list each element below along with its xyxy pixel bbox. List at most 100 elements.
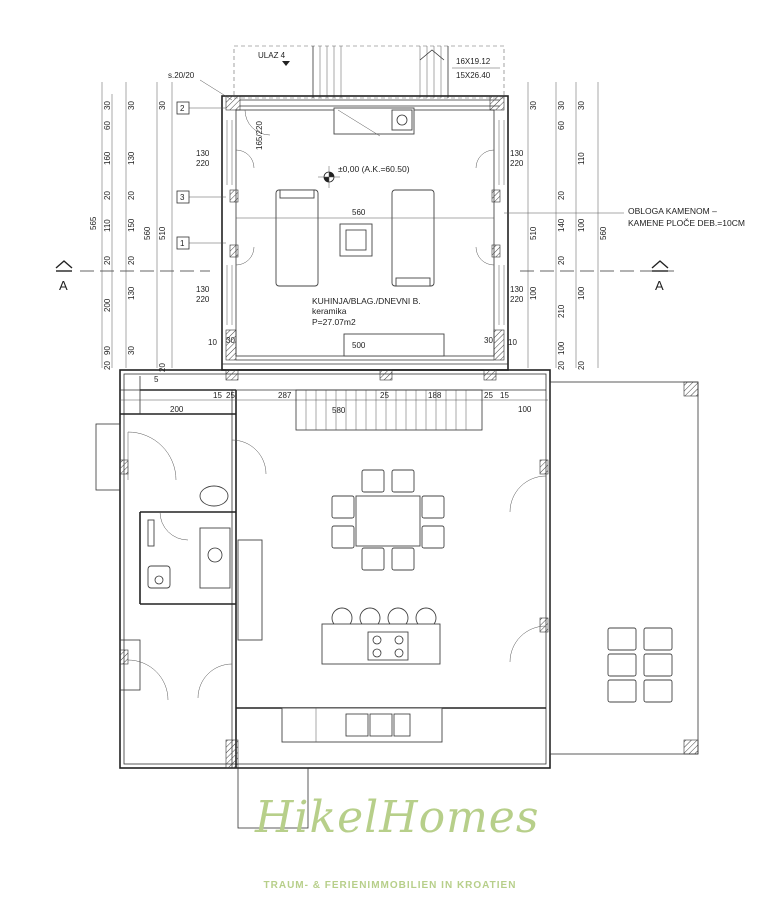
svg-text:100: 100 <box>577 218 586 232</box>
svg-text:5: 5 <box>154 375 159 384</box>
svg-text:188: 188 <box>428 391 442 400</box>
svg-text:580: 580 <box>332 406 346 415</box>
svg-text:60: 60 <box>103 121 112 130</box>
kitchen-island <box>321 607 441 665</box>
dining-table <box>331 469 445 571</box>
svg-text:130: 130 <box>196 285 210 294</box>
svg-text:100: 100 <box>577 286 586 300</box>
svg-text:110: 110 <box>577 152 586 165</box>
svg-text:30: 30 <box>577 101 586 110</box>
level-label: ±0,00 (A.K.=60.50) <box>338 164 410 174</box>
interior-corner-right-dim: 10 <box>508 338 517 347</box>
interior-width-dim: 560 <box>352 208 366 217</box>
dim-chain-right: 30 30 60 20 140 20 210 100 20 30 110 100… <box>527 82 608 370</box>
svg-text:160: 160 <box>103 151 112 165</box>
svg-text:220: 220 <box>510 295 524 304</box>
svg-text:90: 90 <box>103 346 112 355</box>
svg-text:60: 60 <box>557 121 566 130</box>
svg-text:3: 3 <box>180 193 185 202</box>
svg-text:20: 20 <box>103 256 112 265</box>
cladding-note-line1: OBLOGA KAMENOM – <box>628 206 717 216</box>
right-doors <box>509 475 547 690</box>
svg-text:220: 220 <box>196 295 210 304</box>
svg-text:130: 130 <box>196 149 210 158</box>
window-dims: 130 220 130 220 130 220 130 220 <box>196 149 524 304</box>
door-note: 165/220 <box>255 121 264 150</box>
svg-text:200: 200 <box>103 298 112 312</box>
svg-text:25: 25 <box>380 391 389 400</box>
svg-text:20: 20 <box>557 256 566 265</box>
lower-dims: 200 15 25 287 580 25 188 25 15 100 5 20 <box>120 363 548 415</box>
room-name: KUHINJA/BLAG./DNEVNI B. <box>312 296 421 306</box>
svg-text:210: 210 <box>557 304 566 318</box>
svg-text:1: 1 <box>180 239 185 248</box>
svg-text:20: 20 <box>557 191 566 200</box>
svg-text:200: 200 <box>170 405 184 414</box>
cladding-note-line2: KAMENE PLOČE DEB.=10CM <box>628 218 745 228</box>
svg-text:30: 30 <box>103 101 112 110</box>
svg-text:220: 220 <box>510 159 524 168</box>
stair-dims-top: 16X19.12 <box>456 57 491 66</box>
svg-text:25: 25 <box>484 391 493 400</box>
section-line <box>55 260 680 272</box>
svg-text:100: 100 <box>518 405 532 414</box>
interior-side-left-dim: 30 <box>226 336 235 345</box>
svg-text:20: 20 <box>103 191 112 200</box>
svg-text:100: 100 <box>529 286 538 300</box>
window-tag-1: 1 <box>176 236 226 250</box>
interior-side-right-dim: 30 <box>484 336 493 345</box>
svg-text:565: 565 <box>89 216 98 230</box>
kitchen-counter <box>281 707 443 743</box>
section-label-right: A <box>655 278 664 293</box>
entrance-area: ULAZ 4 16X19.12 15X26.40 <box>233 45 505 99</box>
svg-text:150: 150 <box>127 218 136 232</box>
svg-text:15: 15 <box>213 391 222 400</box>
window-tag-3: 3 <box>176 190 226 204</box>
svg-text:20: 20 <box>103 361 112 370</box>
svg-text:130: 130 <box>127 286 136 300</box>
svg-text:20: 20 <box>577 361 586 370</box>
interior-stairs <box>295 389 483 431</box>
svg-text:20: 20 <box>557 361 566 370</box>
section-label-left: A <box>59 278 68 293</box>
logo-tagline: TRAUM- & FERIENIMMOBILIEN IN KROATIEN <box>263 880 517 891</box>
svg-text:20: 20 <box>127 256 136 265</box>
terrace <box>549 381 699 755</box>
room-area: P=27.07m2 <box>312 317 356 327</box>
svg-text:287: 287 <box>278 391 292 400</box>
dim-chain-left: 30 60 160 20 110 20 200 90 20 30 130 20 … <box>89 82 173 370</box>
svg-text:510: 510 <box>529 226 538 240</box>
svg-text:130: 130 <box>127 151 136 165</box>
bottom-step <box>237 767 309 829</box>
svg-text:25: 25 <box>226 391 235 400</box>
wall-note: s.20/20 <box>168 71 195 80</box>
svg-text:30: 30 <box>529 101 538 110</box>
stair-dims-bottom: 15X26.40 <box>456 71 491 80</box>
svg-text:130: 130 <box>510 285 524 294</box>
svg-text:30: 30 <box>557 101 566 110</box>
svg-text:30: 30 <box>158 101 167 110</box>
svg-text:2: 2 <box>180 104 185 113</box>
svg-text:15: 15 <box>500 391 509 400</box>
svg-text:560: 560 <box>599 226 608 240</box>
interior-corner-left-dim: 10 <box>208 338 217 347</box>
room-floor: keramika <box>312 306 347 316</box>
left-rooms <box>95 423 267 701</box>
entrance-stairs <box>312 46 449 98</box>
svg-text:140: 140 <box>557 218 566 232</box>
svg-text:30: 30 <box>127 101 136 110</box>
svg-text:20: 20 <box>127 191 136 200</box>
interior-bottom-dim: 500 <box>352 341 366 350</box>
level-marker <box>318 166 340 188</box>
entrance-arrow-icon <box>282 61 290 66</box>
svg-text:220: 220 <box>196 159 210 168</box>
upper-room-furniture <box>275 107 445 357</box>
svg-text:560: 560 <box>143 226 152 240</box>
entrance-label: ULAZ 4 <box>258 51 286 60</box>
window-tag-2: 2 <box>176 101 226 115</box>
svg-text:110: 110 <box>103 219 112 232</box>
svg-text:20: 20 <box>158 363 167 372</box>
svg-text:130: 130 <box>510 149 524 158</box>
hikelhomes-logo: HikelHomes <box>255 792 540 843</box>
